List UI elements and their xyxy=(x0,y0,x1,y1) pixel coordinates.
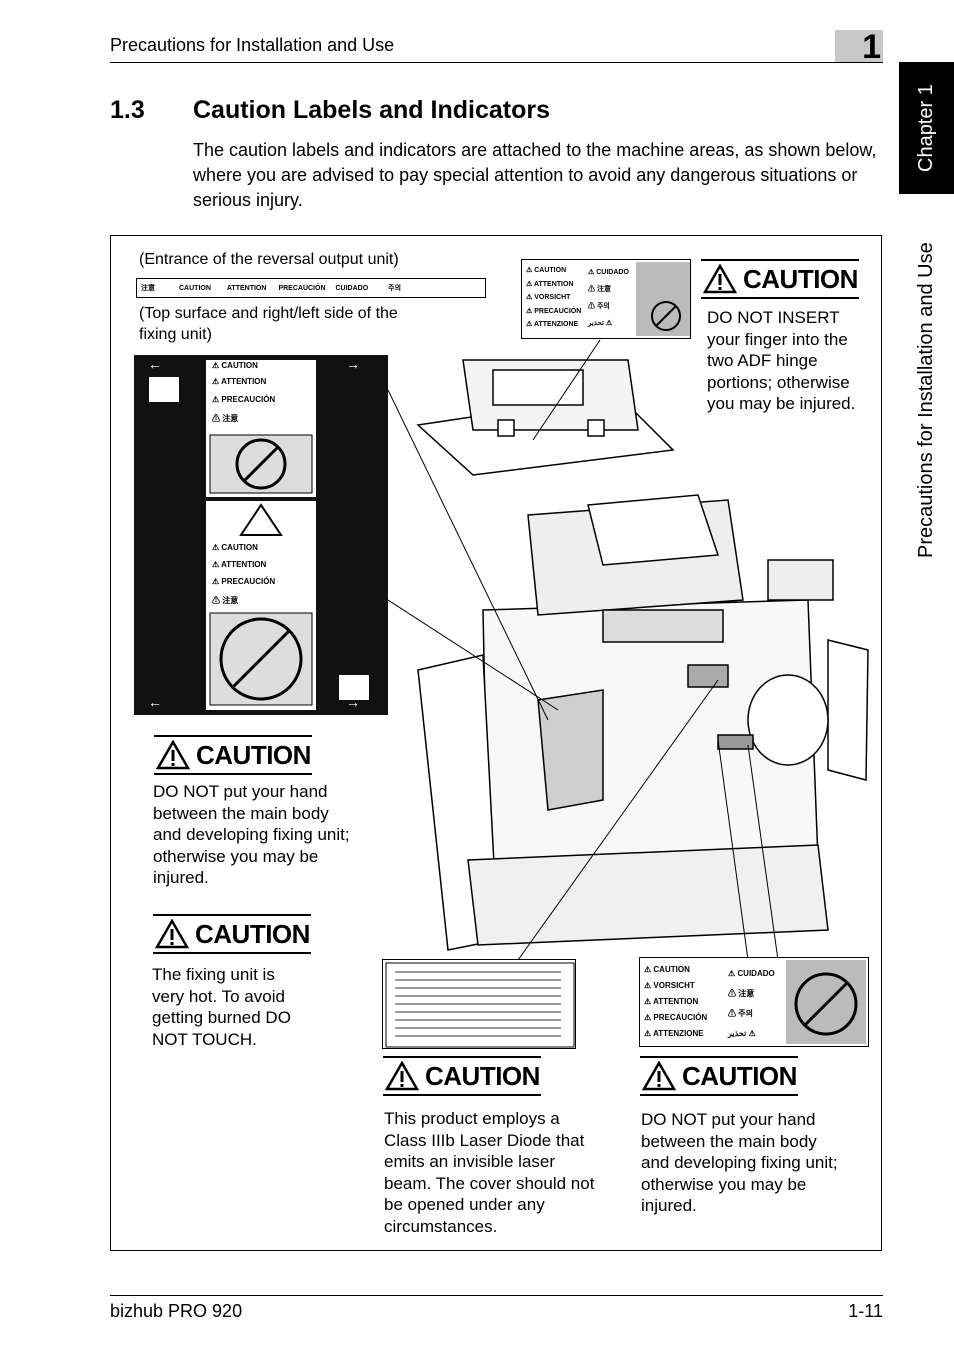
caution-header-hand-right: CAUTION xyxy=(640,1056,798,1096)
caution-word-hand-left: CAUTION xyxy=(196,739,311,770)
fixing-word-zhuyi-2: 注意 xyxy=(222,596,239,605)
caution-message-laser: This product employs a Class IIIb Laser … xyxy=(384,1109,595,1236)
developing-label-art xyxy=(786,960,866,1044)
caution-word-hand-right: CAUTION xyxy=(682,1060,797,1091)
fixing-word-attention-2: ATTENTION xyxy=(221,560,267,569)
developing-unit-label: ⚠ CAUTION ⚠ VORSICHT ⚠ ATTENTION ⚠ PRECA… xyxy=(639,957,869,1047)
laser-label-art xyxy=(385,962,575,1048)
running-header: Precautions for Installation and Use xyxy=(110,35,395,55)
fixing-word-caution-2: CAUTION xyxy=(221,543,258,552)
footer-model: bizhub PRO 920 xyxy=(110,1301,243,1321)
laser-label xyxy=(382,959,576,1049)
warning-triangle-icon xyxy=(155,919,189,949)
svg-text:→: → xyxy=(346,356,360,372)
dev-word-zhuyi: 注意 xyxy=(738,989,755,998)
adf-word-precaucion: PRECAUCIÓN xyxy=(534,307,582,315)
adf-word-cuidado: CUIDADO xyxy=(596,269,629,276)
fixing-word-caution-1: CAUTION xyxy=(221,361,258,370)
fixing-word-attention-1: ATTENTION xyxy=(221,377,267,386)
dev-word-juui: 주의 xyxy=(738,1009,753,1018)
dev-word-vorsicht: VORSICHT xyxy=(653,981,695,990)
warning-triangle-icon xyxy=(703,264,737,294)
fixing-word-zhuyi-1: 注意 xyxy=(222,414,239,423)
caution-header-laser: CAUTION xyxy=(383,1056,541,1096)
adf-word-attenzione: ATTENZIONE xyxy=(533,321,579,328)
warning-triangle-icon xyxy=(642,1061,676,1091)
machine-illustration xyxy=(388,339,869,960)
header-rule xyxy=(110,62,883,63)
strip-label: 注意 CAUTION ATTENTION PRECAUCIÓN CUIDADO … xyxy=(136,278,486,298)
fixing-word-precaucion-2: PRECAUCIÓN xyxy=(221,577,276,586)
strip-word-juui: 주의 xyxy=(388,285,402,292)
adf-word-attention: ATTENTION xyxy=(533,280,574,288)
footer-page-number: 1-11 xyxy=(848,1301,883,1321)
fixing-unit-label: ← → ← → ⚠ CAUTION ⚠ ATTENTION ⚠ PRECAUCI… xyxy=(134,355,388,715)
adf-label-art xyxy=(636,262,690,336)
svg-text:←: ← xyxy=(148,356,162,372)
caution-header-hand-left: CAUTION xyxy=(154,735,312,775)
caution-word-laser: CAUTION xyxy=(425,1060,540,1091)
section-number: 1.3 xyxy=(110,96,145,124)
adf-word-caution: CAUTION xyxy=(534,267,567,274)
dev-word-tahzir: تحذير xyxy=(728,1029,747,1038)
adf-word-tahzir: تحذير xyxy=(588,320,604,327)
caution-message-hand-right: DO NOT put your hand between the main bo… xyxy=(641,1110,838,1215)
adf-word-vorsicht: VORSICHT xyxy=(534,294,571,301)
svg-text:←: ← xyxy=(148,694,162,710)
adf-word-juui: 주의 xyxy=(596,303,610,310)
dev-word-attention: ATTENTION xyxy=(653,997,699,1006)
section-intro: The caution labels and indicators are at… xyxy=(193,140,877,210)
dev-word-attenzione: ATTENZIONE xyxy=(653,1029,704,1038)
figure-frame xyxy=(110,235,882,1251)
warning-triangle-icon xyxy=(156,740,190,770)
strip-word-caution: CAUTION xyxy=(179,284,211,292)
strip-word-attention: ATTENTION xyxy=(226,284,267,292)
dev-word-precaucion: PRECAUCIÓN xyxy=(653,1013,708,1022)
caution-word-adf: CAUTION xyxy=(743,263,858,294)
caution-message-hand-left: DO NOT put your hand between the main bo… xyxy=(153,782,350,887)
chapter-number-box xyxy=(835,30,883,62)
section-title: Caution Labels and Indicators xyxy=(193,96,550,124)
chapter-tab-label: Chapter 1 xyxy=(915,84,937,172)
chapter-number: 1 xyxy=(862,28,881,66)
chapter-tab xyxy=(899,62,954,194)
section-side-label: Precautions for Installation and Use xyxy=(915,242,937,558)
fixing-word-precaucion-1: PRECAUCIÓN xyxy=(221,395,276,404)
caution-message-adf: DO NOT INSERT your finger into the two A… xyxy=(707,308,856,413)
dev-word-caution: CAUTION xyxy=(653,965,690,974)
adf-hinge-label: ⚠ CAUTION ⚠ ATTENTION ⚠ VORSICHT ⚠ PRECA… xyxy=(521,259,691,339)
strip-word-precaucion: PRECAUCIÓN xyxy=(278,284,326,292)
strip-word-zhuyi: 注意 xyxy=(141,285,155,292)
caution-header-hot: CAUTION xyxy=(153,914,311,954)
caution-header-adf: CAUTION xyxy=(701,259,859,299)
strip-word-cuidado: CUIDADO xyxy=(335,284,369,292)
caution-message-hot: The fixing unit is very hot. To avoid ge… xyxy=(152,965,291,1049)
caption-entrance: (Entrance of the reversal output unit) xyxy=(139,251,399,268)
fixing-label-art: ← → ← → xyxy=(148,356,369,710)
dev-word-cuidado: CUIDADO xyxy=(737,969,775,978)
caution-word-hot: CAUTION xyxy=(195,918,310,949)
adf-word-zhuyi: 注意 xyxy=(596,286,611,293)
footer-rule xyxy=(110,1295,883,1296)
caption-top-surface: (Top surface and right/left side of the … xyxy=(139,305,398,343)
warning-triangle-icon xyxy=(385,1061,419,1091)
